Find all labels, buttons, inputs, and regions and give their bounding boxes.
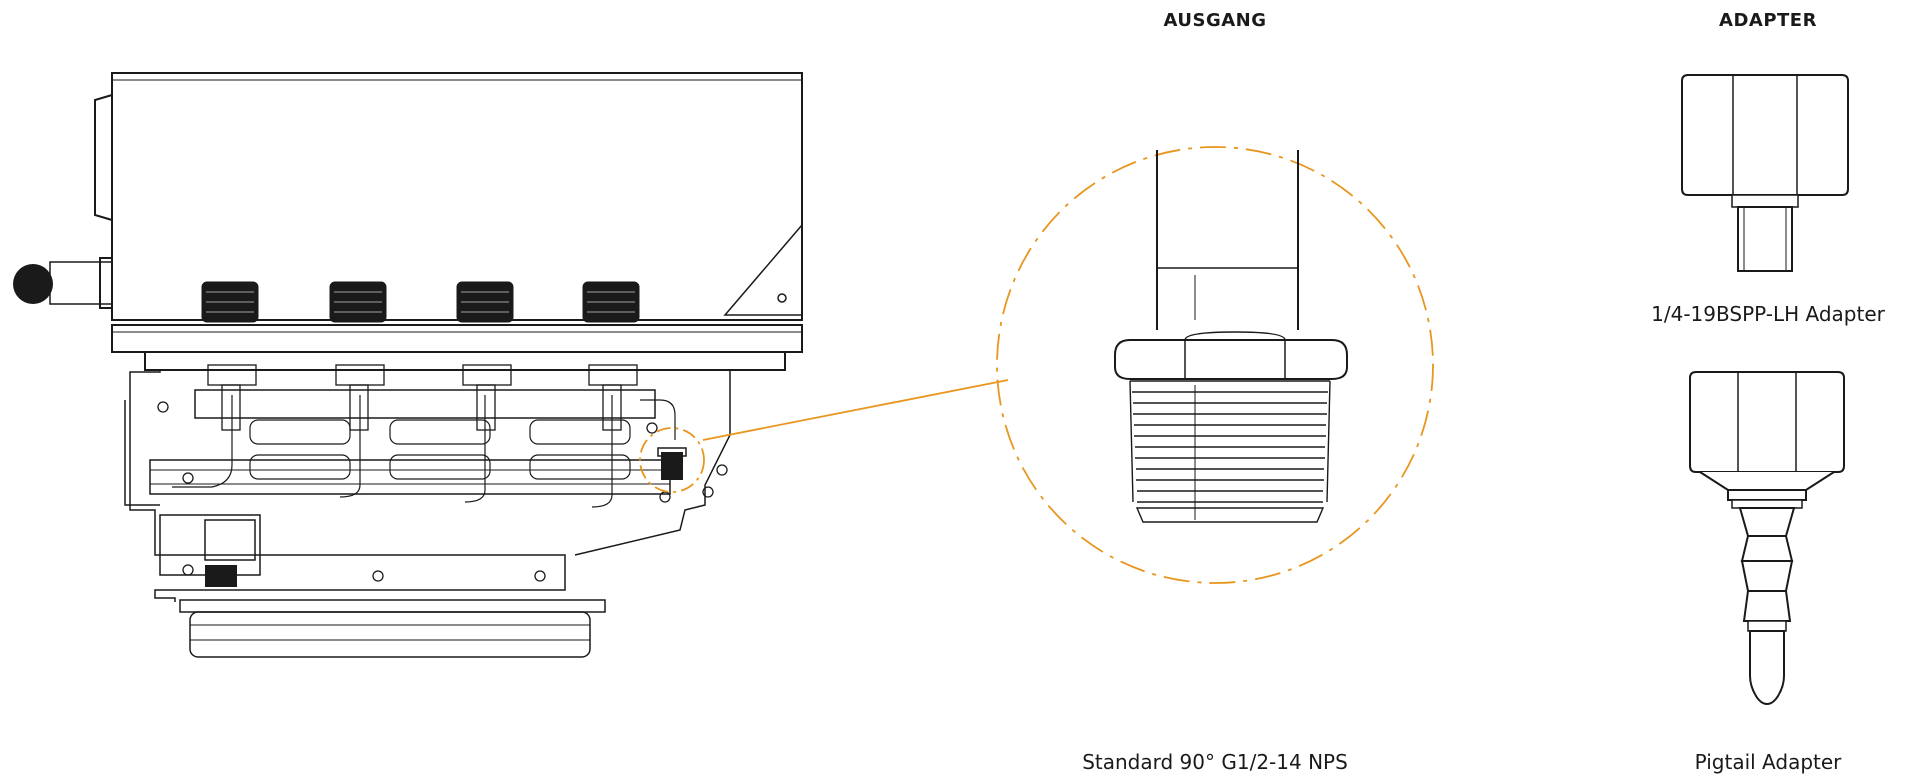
handle-ball [13,264,53,304]
outlet-fitting [657,447,687,480]
callout-leader-line [702,379,1009,441]
bottom-knob [205,565,237,587]
main-unit-drawing [49,72,803,658]
callout-small-circle [639,427,705,493]
adapter-1-caption: 1/4-19BSPP-LH Adapter [1651,302,1885,326]
control-knobs [201,281,640,431]
adapter-2-caption: Pigtail Adapter [1694,750,1842,774]
magnified-outlet-fitting [1114,150,1348,523]
output-header: AUSGANG [1163,10,1267,31]
adapter-2-drawing [1689,371,1845,706]
adapter-1-drawing [1681,74,1849,272]
adapter-header: ADAPTER [1719,10,1817,31]
callout-large-circle [996,146,1434,584]
output-fitting-caption: Standard 90° G1/2-14 NPS [1082,750,1348,774]
